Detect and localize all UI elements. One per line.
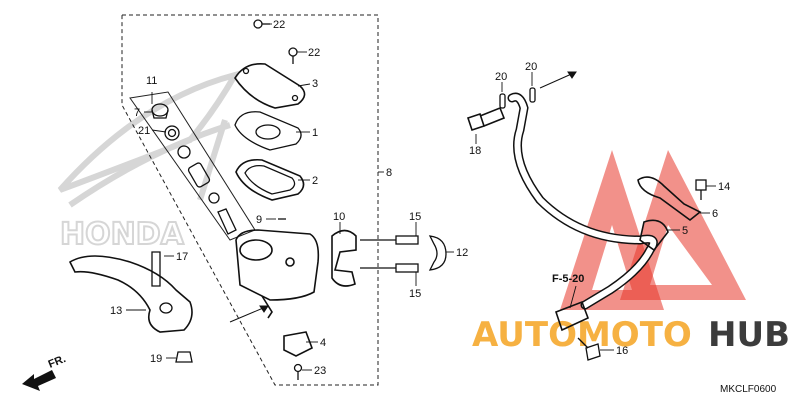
callout-3: 3: [312, 78, 318, 90]
bolt-16: [577, 337, 601, 361]
piston-seal: [177, 145, 237, 235]
diaphragm: [235, 158, 305, 201]
callout-9: 9: [256, 214, 262, 226]
reference-code[interactable]: F-5-20: [552, 273, 584, 285]
brake-lever: [68, 255, 193, 333]
callout-1: 1: [312, 127, 318, 139]
callout-6: 6: [712, 208, 718, 220]
front-marker-label: FR.: [47, 353, 68, 371]
nut-19: [175, 351, 193, 363]
boot-cap-7: [151, 103, 169, 119]
callout-21: 21: [138, 125, 150, 137]
stop-switch: [283, 331, 314, 357]
callout-labels: 22 22 3 1 2 11 7 21 9 10 8 15 15 12 17 1…: [110, 19, 730, 377]
callout-13: 13: [110, 305, 122, 317]
holder-bracket: [331, 229, 357, 287]
honda-wing-watermark: [57, 70, 242, 208]
callout-19: 19: [150, 353, 162, 365]
callout-15-upper: 15: [409, 211, 421, 223]
callout-8: 8: [386, 167, 392, 179]
callout-5: 5: [682, 225, 688, 237]
circlip-21: [164, 125, 180, 141]
callout-23: 23: [314, 365, 326, 377]
diagram-code: MKCLF0600: [720, 384, 777, 395]
callout-20-left: 20: [495, 71, 507, 83]
callout-11: 11: [146, 75, 157, 87]
callout-10: 10: [333, 211, 345, 223]
washer-20-left: [499, 93, 506, 109]
master-cylinder-body: [235, 229, 320, 319]
washer-20-right: [529, 87, 536, 103]
callout-18: 18: [469, 145, 481, 157]
honda-watermark-text: HONDA: [60, 217, 185, 252]
hose-guide-6: [637, 176, 702, 222]
pivot-bolt-17: [151, 251, 161, 287]
callout-16: 16: [616, 345, 628, 357]
leader-lines: [126, 23, 716, 371]
assembly-frame: [121, 14, 379, 386]
front-arrow-icon: [22, 370, 56, 391]
callout-20-right: 20: [525, 61, 537, 73]
callout-22-lower: 22: [308, 47, 320, 59]
logo-text-dark: HUB: [708, 315, 790, 355]
screw-22-lower: [288, 47, 298, 64]
diaphragm-plate: [234, 111, 302, 151]
callout-12: 12: [456, 247, 468, 259]
callout-17: 17: [176, 251, 188, 263]
callout-7: 7: [134, 107, 140, 119]
bolt-15-lower: [360, 263, 419, 273]
callout-15-lower: 15: [409, 288, 421, 300]
direction-arrows: [229, 71, 577, 323]
bolt-15-upper: [360, 235, 419, 245]
hose-clamp-5: [639, 219, 669, 252]
banjo-bolt-18: [466, 106, 506, 132]
callout-4: 4: [320, 337, 326, 349]
bolt-14: [695, 179, 707, 200]
clamp-12: [428, 235, 447, 271]
callout-2: 2: [312, 175, 318, 187]
callout-14: 14: [718, 181, 730, 193]
screw-23: [293, 363, 303, 380]
reservoir-cap: [234, 62, 306, 109]
hose-end-fitting: [554, 300, 590, 332]
callout-22-top: 22: [273, 19, 285, 31]
